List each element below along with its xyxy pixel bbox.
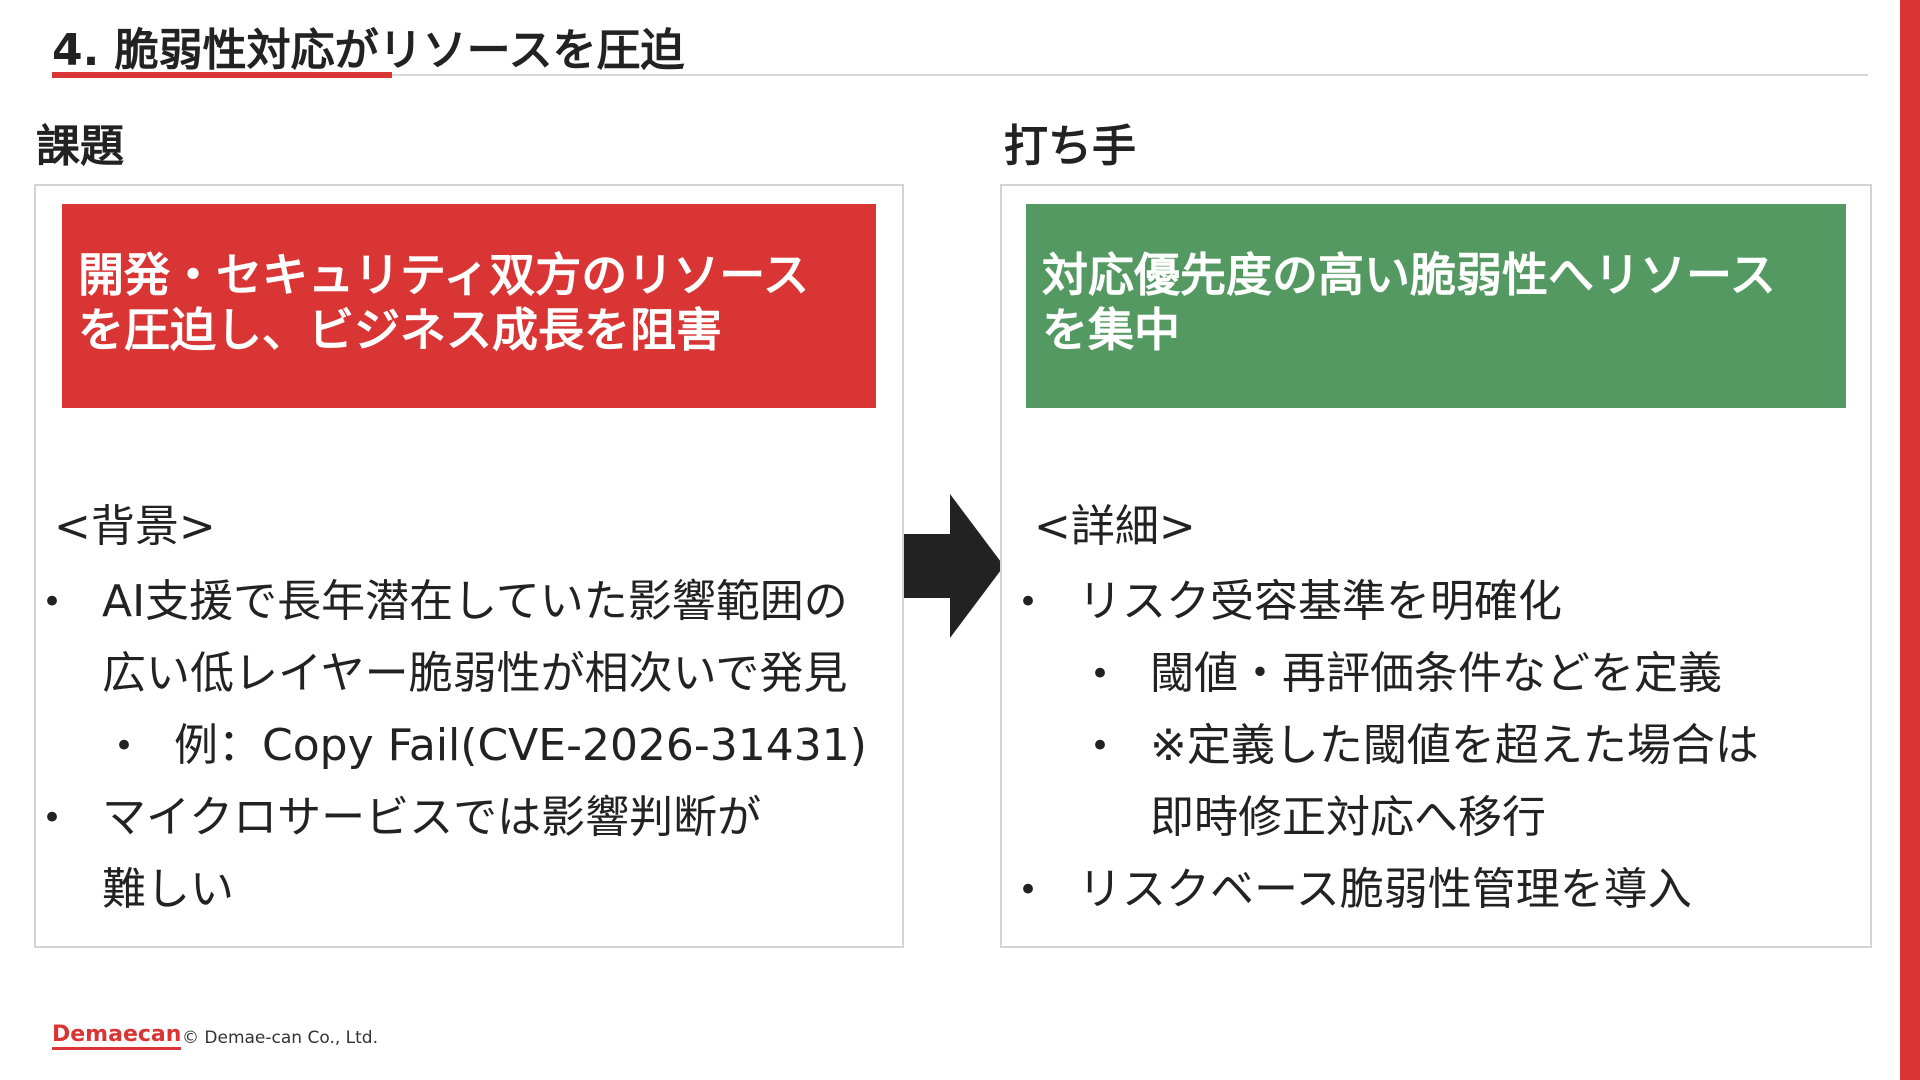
issue-banner-line: 開発・セキュリティ双方のリソース: [78, 248, 809, 302]
list-item-text: ※定義した閾値を超えた場合は: [1150, 720, 1759, 771]
detail-list: リスク受容基準を明確化 閾値・再評価条件などを定義 ※定義した閾値を超えた場合は…: [1018, 566, 1759, 926]
right-arrow-icon: [904, 494, 1004, 638]
background-label: <背景>: [54, 501, 216, 552]
list-item-text: リスク受容基準を明確化: [1078, 576, 1562, 627]
list-item-text: 難しい: [102, 864, 234, 915]
page-title: 4. 脆弱性対応がリソースを圧迫: [52, 25, 685, 76]
list-item: マイクロサービスでは影響判断が 難しい: [42, 782, 867, 926]
title-underline: [52, 74, 1868, 76]
company-logo: Demaecan: [52, 1024, 182, 1050]
issue-banner: 開発・セキュリティ双方のリソース を圧迫し、ビジネス成長を阻害: [62, 204, 876, 408]
copyright-text: © Demae-can Co., Ltd.: [182, 1028, 378, 1048]
list-item: リスクベース脆弱性管理を導入: [1018, 854, 1759, 926]
solution-heading: 打ち手: [1004, 121, 1136, 172]
list-item-text: 即時修正対応へ移行: [1150, 792, 1546, 843]
list-item: リスク受容基準を明確化: [1018, 566, 1759, 638]
list-item: 閾値・再評価条件などを定義: [1018, 638, 1759, 710]
solution-banner-line: 対応優先度の高い脆弱性へリソース: [1042, 248, 1776, 302]
list-item-text: 閾値・再評価条件などを定義: [1150, 648, 1722, 699]
solution-panel: 対応優先度の高い脆弱性へリソース を集中 <詳細> リスク受容基準を明確化 閾値…: [1000, 184, 1872, 948]
solution-banner: 対応優先度の高い脆弱性へリソース を集中: [1026, 204, 1846, 408]
issue-heading: 課題: [36, 121, 124, 172]
right-accent-bar: [1900, 0, 1920, 1080]
title-underline-accent: [52, 72, 392, 78]
issue-banner-line: を圧迫し、ビジネス成長を阻害: [78, 303, 722, 357]
list-item: ※定義した閾値を超えた場合は 即時修正対応へ移行: [1018, 710, 1759, 854]
list-item-text: AI支援で長年潜在していた影響範囲の: [102, 576, 848, 627]
solution-banner-line: を集中: [1042, 303, 1180, 357]
list-item: 例：Copy Fail(CVE-2026-31431): [42, 710, 867, 782]
list-item: AI支援で長年潜在していた影響範囲の 広い低レイヤー脆弱性が相次いで発見: [42, 566, 867, 710]
detail-label: <詳細>: [1034, 501, 1196, 552]
list-item-text: 例：Copy Fail(CVE-2026-31431): [174, 720, 867, 771]
background-list: AI支援で長年潜在していた影響範囲の 広い低レイヤー脆弱性が相次いで発見 例：C…: [42, 566, 867, 926]
list-item-text: マイクロサービスでは影響判断が: [102, 792, 762, 843]
list-item-text: リスクベース脆弱性管理を導入: [1078, 864, 1692, 915]
issue-panel: 開発・セキュリティ双方のリソース を圧迫し、ビジネス成長を阻害 <背景> AI支…: [34, 184, 904, 948]
list-item-text: 広い低レイヤー脆弱性が相次いで発見: [102, 648, 848, 699]
